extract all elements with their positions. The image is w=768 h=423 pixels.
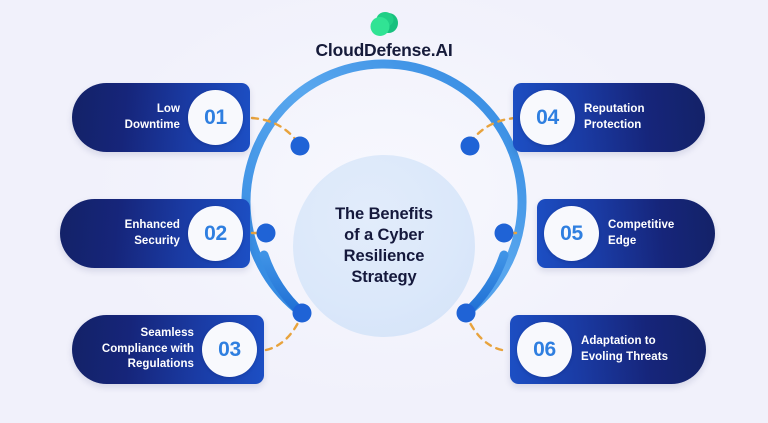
arc-node-06 — [456, 303, 476, 323]
benefit-label-01: Low Downtime — [124, 102, 180, 131]
benefit-label-05: Competitive Edge — [608, 218, 675, 247]
benefit-badge-01: 01 — [188, 90, 243, 145]
brand-name: CloudDefense.AI — [315, 40, 453, 60]
benefit-item-01[interactable]: Low Downtime 01 — [72, 83, 250, 152]
benefit-badge-04: 04 — [520, 90, 575, 145]
benefit-label-03: Seamless Compliance with Regulations — [101, 326, 194, 371]
arc-node-04 — [460, 136, 480, 156]
connector-04 — [467, 116, 518, 146]
benefit-badge-06: 06 — [517, 322, 572, 377]
benefit-item-04[interactable]: 04 Reputation Protection — [513, 83, 705, 152]
arc-node-01 — [290, 136, 310, 156]
brand-logo: CloudDefense.AI — [0, 10, 768, 60]
benefit-item-02[interactable]: Enhanced Security 02 — [60, 199, 250, 268]
benefit-badge-05: 05 — [544, 206, 599, 261]
arc-node-03 — [292, 303, 312, 323]
benefit-item-03[interactable]: Seamless Compliance with Regulations 03 — [72, 315, 264, 384]
page-title: The Benefits of a Cyber Resilience Strat… — [335, 204, 433, 287]
benefit-label-04: Reputation Protection — [584, 102, 645, 131]
benefit-item-05[interactable]: 05 Competitive Edge — [537, 199, 715, 268]
connector-06 — [465, 315, 504, 352]
arc-node-02 — [256, 223, 276, 243]
arc-node-05 — [494, 223, 514, 243]
benefit-badge-03: 03 — [202, 322, 257, 377]
benefit-label-02: Enhanced Security — [124, 218, 180, 247]
connector-03 — [264, 315, 303, 352]
connector-01 — [250, 116, 301, 146]
benefit-badge-02: 02 — [188, 206, 243, 261]
benefit-label-06: Adaptation to Evoling Threats — [581, 334, 669, 363]
benefit-item-06[interactable]: 06 Adaptation to Evoling Threats — [510, 315, 706, 384]
cloud-blob-logo-icon — [370, 12, 398, 36]
center-hub: The Benefits of a Cyber Resilience Strat… — [293, 155, 475, 337]
